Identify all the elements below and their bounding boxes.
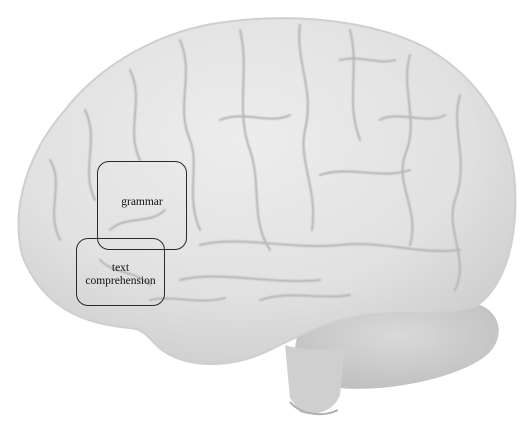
text-comprehension-label: text comprehension	[72, 262, 169, 288]
grammar-label: grammar	[97, 196, 187, 209]
text-comprehension-label-line-1: text	[72, 262, 169, 275]
cerebrum	[19, 18, 516, 364]
grammar-label-line-1: grammar	[121, 196, 163, 208]
brainstem	[285, 345, 345, 414]
text-comprehension-label-line-2: comprehension	[72, 275, 169, 288]
